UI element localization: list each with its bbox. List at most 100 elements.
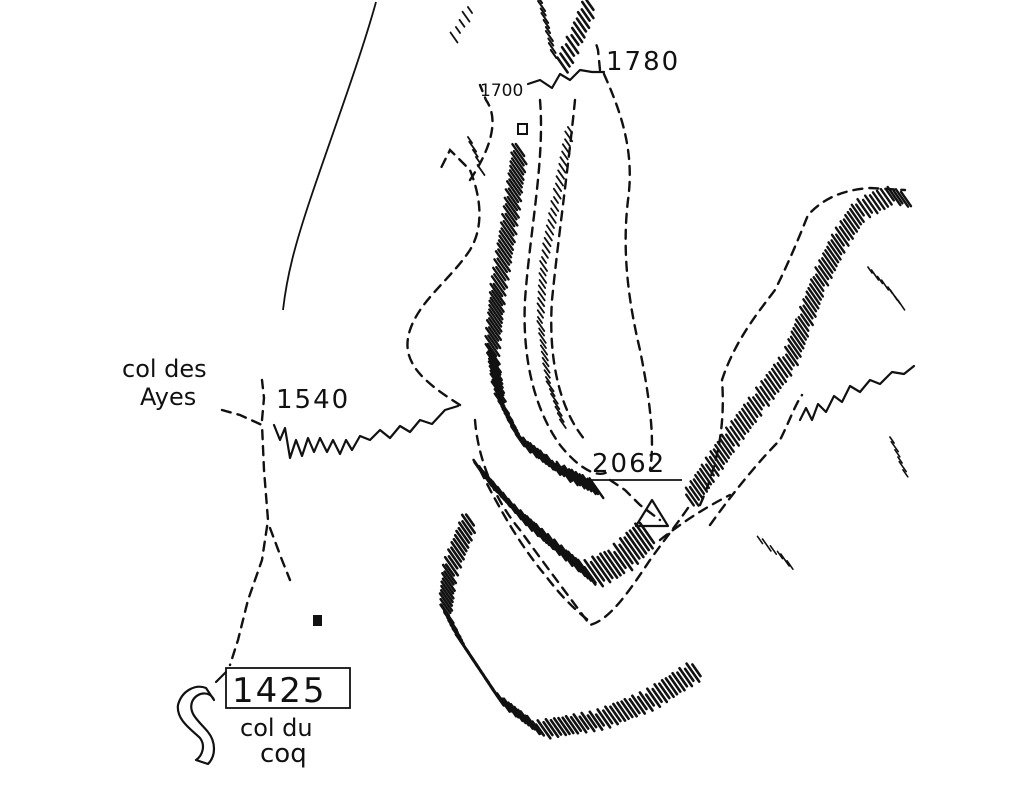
hatch-stroke: [461, 520, 473, 536]
hatch-stroke: [487, 357, 502, 376]
hatch-stroke: [765, 373, 780, 393]
hatch-stroke: [449, 31, 459, 44]
hatch-stroke: [441, 571, 456, 593]
hatch-stroke: [541, 256, 547, 264]
hatch-stroke: [822, 252, 837, 272]
hatch-stroke: [490, 275, 507, 297]
hatch-stroke: [899, 190, 913, 208]
hatch-stroke: [538, 449, 555, 471]
hatch-stroke: [763, 378, 777, 395]
hatch-stroke: [604, 705, 620, 726]
hatch-stroke: [812, 276, 825, 292]
hatch-stroke: [559, 418, 567, 429]
hatch-stroke: [497, 248, 511, 266]
hatch-stroke: [564, 714, 580, 735]
hatch-stroke: [657, 682, 671, 700]
hatch-stroke: [784, 345, 799, 367]
hatch-stroke: [880, 279, 890, 291]
hatch-stroke: [586, 714, 598, 729]
hatch-stroke: [725, 426, 740, 447]
hatch-stroke: [552, 187, 562, 200]
square-building-icon: [313, 615, 322, 626]
hatch-stroke: [440, 584, 454, 604]
hatch-stroke: [794, 323, 807, 341]
hatch-stroke: [484, 343, 501, 366]
hatch-stroke: [454, 26, 462, 34]
hatch-stroke: [515, 431, 532, 454]
hatch-stroke: [685, 493, 695, 507]
hatch-stroke: [772, 363, 788, 383]
hatch-stroke: [733, 418, 747, 435]
hatch-stroke: [547, 219, 555, 229]
hatch-stroke: [487, 350, 500, 367]
hatch-stroke: [542, 720, 554, 737]
hatch-stroke: [564, 43, 576, 57]
hatch-stroke: [625, 531, 645, 559]
hatch-stroke: [782, 356, 793, 371]
hatch-stroke: [623, 697, 639, 718]
hatch-stroke: [809, 283, 822, 301]
hatch-stroke: [488, 291, 505, 313]
hatch-stroke: [443, 570, 455, 586]
hatch-stroke: [485, 326, 502, 350]
hatch-stroke: [532, 445, 548, 465]
hatch-stroke: [439, 589, 454, 607]
hatch-stroke: [508, 178, 522, 196]
hatch-stroke: [543, 369, 551, 379]
hatch-stroke: [471, 148, 479, 158]
hatch-stroke: [492, 266, 509, 289]
hatch-stroke: [487, 334, 499, 350]
hatch-stroke: [504, 203, 518, 221]
hatch-stroke: [805, 290, 820, 310]
hatch-stroke: [536, 447, 551, 468]
hatch-stroke: [789, 335, 803, 353]
hatch-stroke: [792, 326, 806, 346]
hatch-stroke: [691, 663, 702, 678]
hatch-stroke: [565, 35, 580, 55]
hatch-stroke: [558, 162, 567, 174]
hatch-stroke: [536, 309, 544, 319]
hatch-stroke: [498, 234, 514, 255]
hatch-stroke: [580, 711, 596, 733]
hatch-stroke: [612, 702, 627, 722]
hatch-stroke: [777, 356, 793, 377]
hatch-stroke: [712, 448, 726, 465]
hatch-stroke: [759, 385, 771, 401]
hatch-stroke: [830, 233, 846, 254]
hatch-stroke: [509, 160, 525, 182]
hatch-stroke: [441, 563, 458, 585]
hatch-stroke: [613, 550, 627, 570]
hatch-stroke: [439, 597, 452, 615]
hatch-stroke: [531, 720, 543, 735]
hatch-stroke: [493, 273, 506, 291]
hatch-stroke: [683, 667, 695, 683]
hatch-stroke: [572, 21, 586, 39]
hatch-stroke: [588, 710, 604, 731]
hatch-stroke: [498, 230, 515, 252]
trail-east-ridge-inner: [708, 393, 804, 527]
hatch-stroke: [802, 304, 814, 320]
hatch-stroke: [461, 10, 471, 23]
label-altitude-1540: 1540: [276, 385, 350, 415]
hatch-stroke: [496, 242, 513, 264]
hatch-stroke: [835, 233, 845, 247]
hatch-stroke: [738, 410, 752, 430]
hatch-stroke: [574, 470, 590, 491]
triangle-summit-icon: [634, 498, 670, 528]
hatch-stroke: [790, 330, 805, 350]
hatch-stroke: [514, 142, 526, 158]
hatch-stroke: [839, 220, 854, 240]
hatch-stroke: [539, 344, 549, 356]
hatch-stroke: [660, 678, 675, 699]
hatch-stroke: [444, 563, 456, 577]
hatch-stroke: [684, 486, 700, 507]
square-marker-1700: [517, 123, 528, 135]
hatch-stroke: [578, 473, 593, 493]
hatch-stroke: [529, 442, 545, 463]
hatch-stroke: [538, 272, 548, 284]
hatch-stroke: [504, 188, 522, 211]
hatch-stroke: [802, 298, 817, 318]
hatch-stroke: [892, 189, 904, 205]
hatch-stroke: [786, 559, 794, 571]
hatch-stroke: [545, 224, 555, 236]
